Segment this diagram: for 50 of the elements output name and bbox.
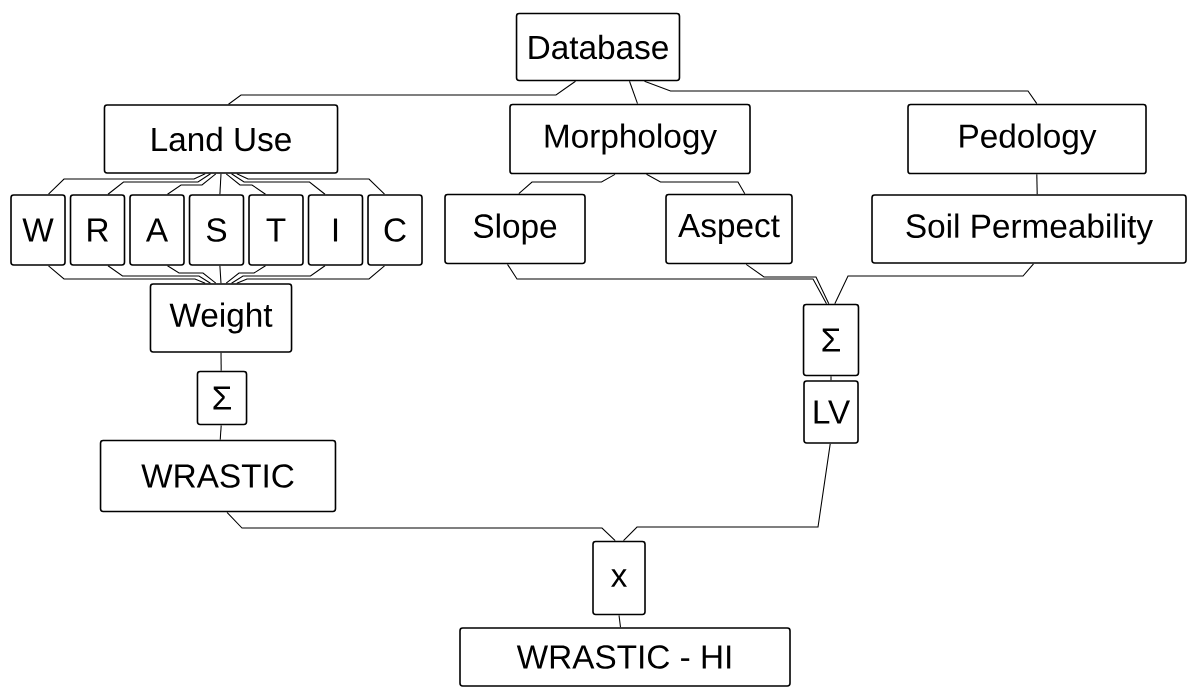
connector-line [518,173,616,195]
connector-line [220,352,222,372]
process-box: I [307,194,364,266]
process-box: Σ [196,370,248,426]
connector-line [236,265,386,284]
process-box: x [592,540,646,616]
process-box: Soil Permeability [871,194,1187,264]
connector-line [745,263,830,305]
connector-line [166,173,217,195]
process-box: Database [515,12,681,82]
connector-line [219,173,222,195]
process-box: Σ [802,303,860,377]
process-box: WRASTIC [99,439,337,513]
connector-line [225,265,267,284]
connector-line [47,173,206,195]
process-box: WRASTIC - HI [459,627,791,687]
process-box: A [129,194,185,266]
connector-line [236,173,386,195]
connector-line [830,375,832,381]
process-box: S [188,194,245,266]
process-box: Pedology [907,103,1147,175]
connector-line [219,424,222,441]
process-box: Morphology [509,103,751,175]
process-box: W [10,194,66,266]
connector-line [47,265,206,284]
process-box: T [248,194,304,266]
process-box: Weight [149,283,293,353]
connector-line [622,443,831,542]
connector-line [107,173,212,195]
connector-line [230,173,326,195]
process-box: Land Use [103,104,339,174]
process-box: R [69,194,126,266]
connector-line [226,511,616,542]
connector-line [1036,173,1038,195]
connector-line [230,265,326,284]
connector-line [227,80,577,105]
connector-line [618,614,622,628]
process-box: LV [803,380,859,444]
connector-line [219,265,222,284]
process-box: C [367,194,423,266]
process-box: Slope [444,193,586,265]
connector-line [166,265,217,284]
connector-line [834,263,1035,305]
connector-line [645,173,746,195]
connector-line [225,173,267,195]
connector-line [506,263,828,305]
process-box: Aspect [665,193,793,265]
connector-line [643,80,1038,105]
connector-line [628,80,639,105]
connector-line [107,265,212,284]
